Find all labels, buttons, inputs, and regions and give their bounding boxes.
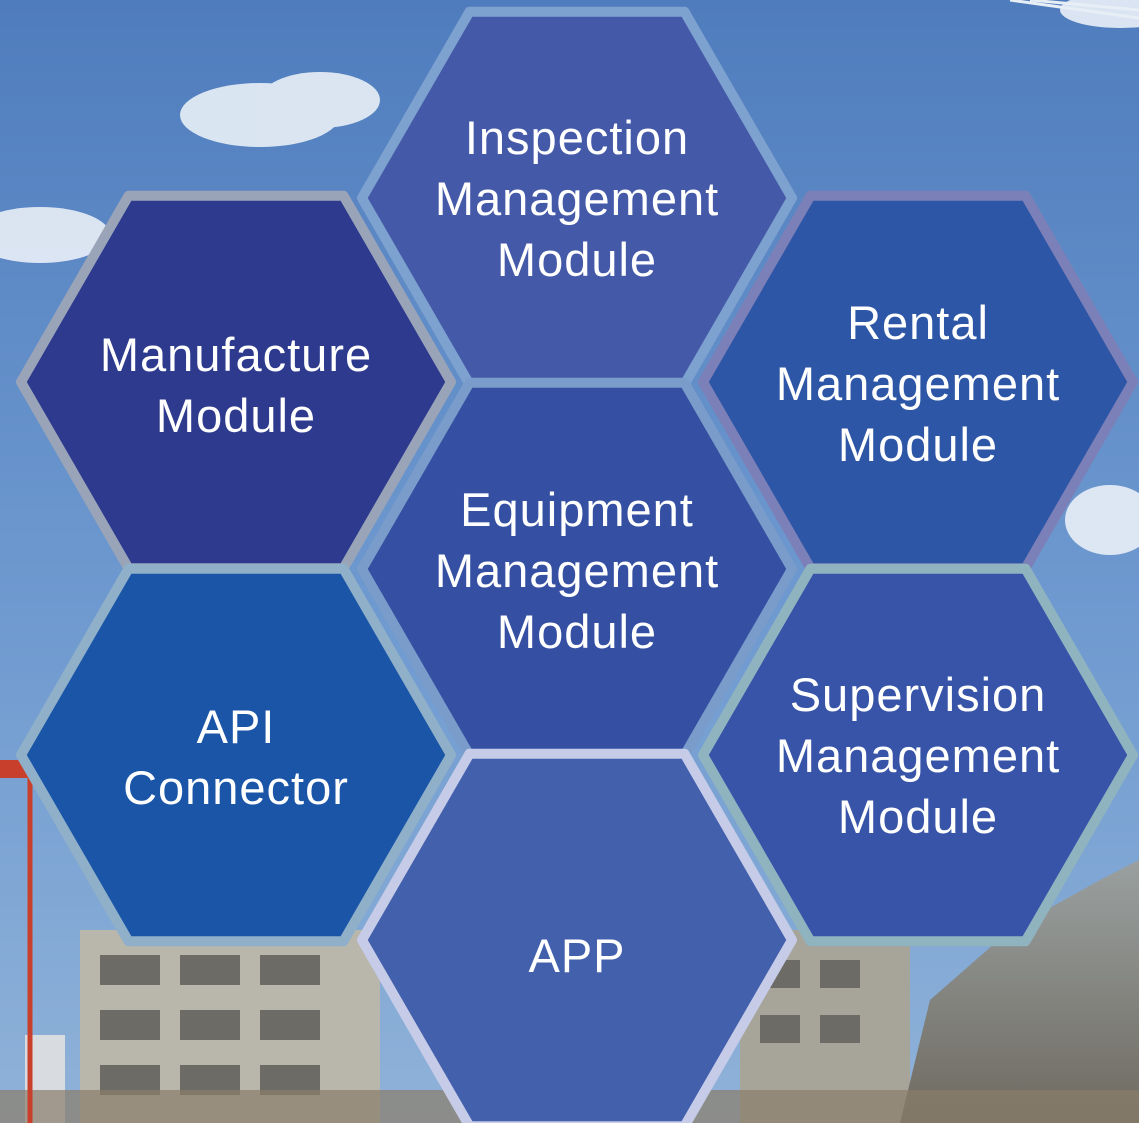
module-hexagons: InspectionManagementModuleManufactureMod…	[16, 6, 1138, 1123]
hex-label-rental-line-1: Rental	[847, 296, 989, 349]
hex-module-app: APP	[357, 748, 797, 1123]
hex-shape-supervision	[698, 563, 1138, 947]
hex-label-supervision-line-2: Management	[776, 729, 1060, 782]
hex-label-rental-line-2: Management	[776, 357, 1060, 410]
hex-label-manufacture-line-1: Manufacture	[100, 328, 372, 381]
hex-shape-api	[16, 563, 456, 947]
hex-label-app-line-1: APP	[528, 929, 625, 982]
hex-label-supervision-line-1: Supervision	[790, 668, 1047, 721]
hex-label-inspection-line-2: Management	[435, 172, 719, 225]
hex-label-equipment-line-3: Module	[497, 605, 657, 658]
hex-label-inspection-line-1: Inspection	[465, 111, 689, 164]
hex-label-supervision-line-3: Module	[838, 790, 998, 843]
hex-label-inspection-line-3: Module	[497, 233, 657, 286]
hex-label-manufacture-line-2: Module	[156, 389, 316, 442]
hex-label-api-line-1: API	[197, 700, 276, 753]
cloud-shapes	[0, 0, 1139, 555]
hex-module-api: API Connector	[16, 563, 456, 947]
hex-label-rental-line-3: Module	[838, 418, 998, 471]
hex-label-equipment-line-2: Management	[435, 544, 719, 597]
hex-label-equipment-line-1: Equipment	[460, 483, 694, 536]
hex-label-api-line-2: Connector	[123, 761, 349, 814]
crane-arm	[1009, 0, 1139, 20]
hex-shape-app	[357, 748, 797, 1123]
